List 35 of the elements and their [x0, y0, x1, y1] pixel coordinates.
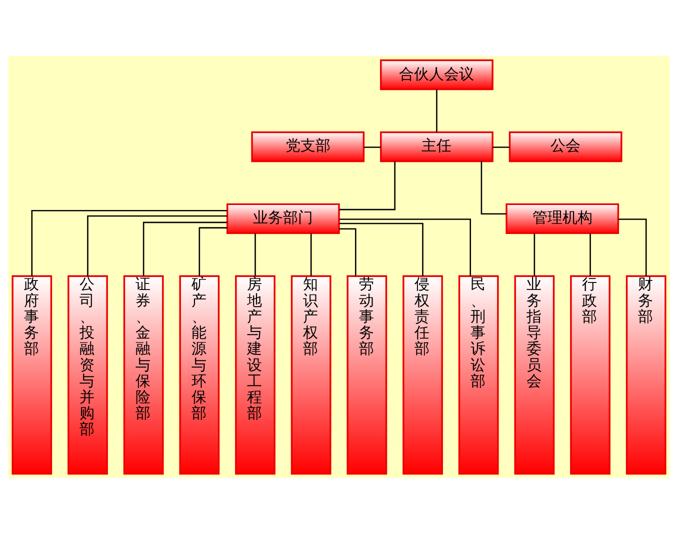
connector — [254, 233, 256, 276]
node-box: 合伙人会议 — [380, 59, 494, 90]
node-box: 公司、投融资与并购部 — [68, 275, 108, 475]
node-box: 业务指导委员会 — [514, 275, 555, 475]
connector — [198, 227, 228, 276]
connector — [339, 218, 471, 276]
connector — [339, 161, 396, 210]
connector — [480, 161, 506, 214]
node-box: 侵权责任部 — [402, 275, 443, 475]
node-box: 知识产权部 — [290, 275, 332, 475]
connector — [142, 222, 228, 276]
connector — [436, 89, 438, 132]
node-box: 民、刑事诉讼部 — [458, 275, 499, 475]
node-box: 矿产、能源与环保部 — [179, 275, 220, 475]
connector — [31, 210, 228, 276]
node-box: 公会 — [508, 131, 622, 162]
connector — [364, 146, 381, 148]
node-box: 主任 — [380, 131, 494, 162]
node-box: 房地产与建设工程部 — [235, 275, 276, 475]
connector — [339, 222, 424, 276]
node-box: 行政部 — [570, 275, 610, 475]
node-box: 业务部门 — [226, 203, 340, 234]
node-box: 财务部 — [626, 275, 666, 475]
node-box: 证券、金融与保险部 — [123, 275, 164, 475]
connector — [618, 218, 647, 276]
node-box: 劳动事务部 — [346, 275, 388, 475]
node-box: 管理机构 — [506, 203, 620, 234]
node-box: 党支部 — [251, 131, 365, 162]
connector — [310, 233, 312, 276]
connector — [590, 233, 591, 276]
connector — [534, 233, 536, 276]
connector — [339, 228, 356, 276]
node-box: 政府事务部 — [12, 275, 52, 475]
connector — [492, 146, 510, 148]
connector — [87, 215, 228, 276]
